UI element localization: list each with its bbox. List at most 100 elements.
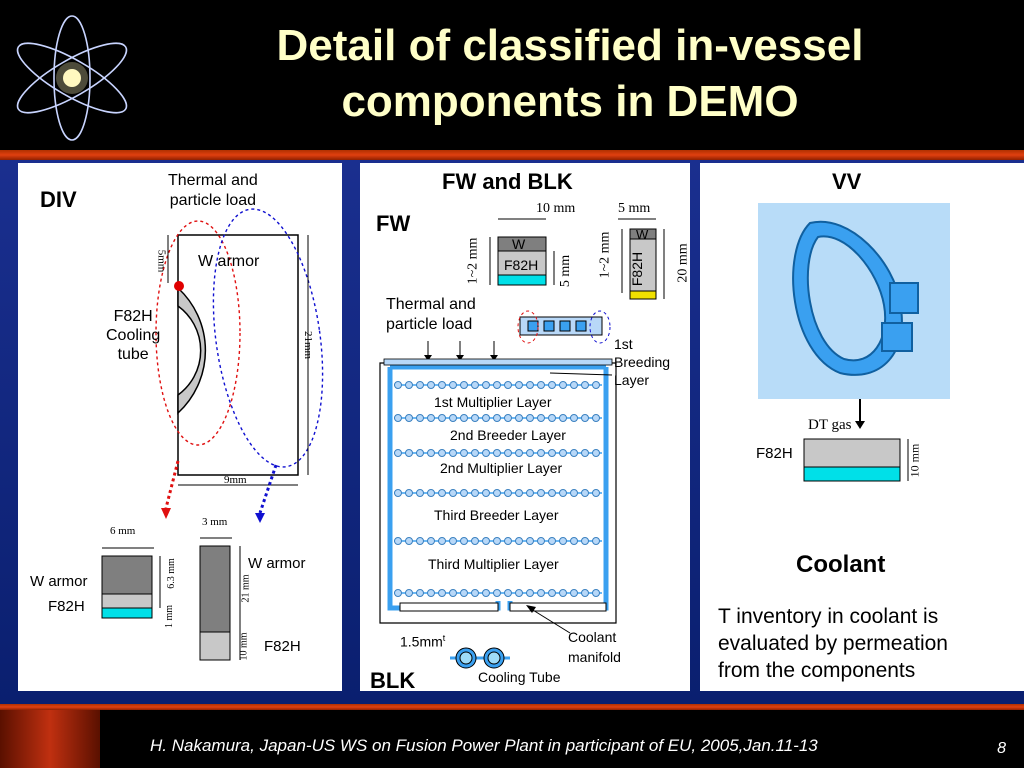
bead [537,381,545,389]
bead [438,414,446,422]
bead [405,489,413,497]
bead [471,489,479,497]
page-number: 8 [997,740,1006,757]
div-detail-right-dim-a: 21 mm [240,574,252,603]
atom-logo-icon [16,15,128,141]
bead [559,381,567,389]
vacuum-vessel-drawing [758,203,950,482]
bead [570,449,578,457]
bead [438,449,446,457]
bead [570,489,578,497]
bead [405,381,413,389]
bead [537,414,545,422]
bead [504,537,512,545]
bead [548,414,556,422]
bead [504,589,512,597]
layer-label-3: 2nd Multiplier Layer [440,460,563,476]
bead [515,414,523,422]
bead [471,449,479,457]
coolant-manifold-label: Coolant manifold [568,629,621,665]
fw-detail1-w: W [512,236,526,252]
bead [493,414,501,422]
bead [460,489,468,497]
bead [504,449,512,457]
bead [559,489,567,497]
bead [570,537,578,545]
bead [526,414,534,422]
fw-heading: FW [376,211,411,236]
bead [416,414,424,422]
footer-decoration [0,710,100,768]
bead [548,489,556,497]
coolant-heading: Coolant [796,551,886,578]
bead [471,414,479,422]
bead [537,449,545,457]
bead [460,381,468,389]
bead [482,381,490,389]
div-cooling-tube-label: F82H Cooling tube [106,308,161,363]
fw-thermal-load-label: Thermal and particle load [386,296,476,333]
vv-panel: VV DT gas F82H 10 mm Coolant T inventory… [700,163,1024,691]
bead [482,537,490,545]
bead [427,449,435,457]
layer-label-5: Third Multiplier Layer [428,556,559,572]
bead [405,414,413,422]
bead [526,381,534,389]
bead [482,589,490,597]
bead [515,537,523,545]
coolant-description: T inventory in coolant is evaluated by p… [718,605,948,682]
fw-blk-heading: FW and BLK [442,169,573,194]
bead [460,449,468,457]
bead [449,449,457,457]
div-detail-right-f82h: F82H [264,638,301,655]
vv-f82h-label: F82H [756,445,793,462]
bead [504,489,512,497]
div-panel: DIV Thermal and particle load W armor F8… [18,163,342,691]
bead [559,414,567,422]
bead [482,449,490,457]
bead [526,537,534,545]
fw-detail1-width: 10 mm [536,201,576,216]
bead [537,537,545,545]
bead [526,449,534,457]
bead [471,537,479,545]
vv-dt-gas-label: DT gas [808,417,852,433]
bead [526,489,534,497]
bead [559,449,567,457]
title-divider-bar [0,150,1024,160]
breeding-layer-label: 1st Breeding Layer [614,336,671,388]
div-thermal-load-label: Thermal and particle load [168,172,258,209]
div-detail-left-armor: W armor [30,573,88,590]
bead [427,381,435,389]
bead [592,589,600,597]
vv-heading: VV [832,169,862,194]
bead [449,414,457,422]
bead [592,489,600,497]
tube-dim-label: 1.5mmt [400,633,446,650]
bead [592,449,600,457]
div-detail-right [199,537,241,661]
bead [394,414,402,422]
bead [449,537,457,545]
bead [504,414,512,422]
bead [537,489,545,497]
bead [416,449,424,457]
div-detail-left-f82h: F82H [48,598,85,615]
cooling-tube-icon [450,372,613,669]
fw-detail1-f82h: F82H [504,257,539,273]
div-detail-right-width: 3 mm [202,516,228,528]
bead [394,489,402,497]
bead [493,489,501,497]
bead [581,381,589,389]
bead [449,381,457,389]
bead [493,589,501,597]
bead [405,449,413,457]
bead [537,589,545,597]
vv-dim-10mm: 10 mm [907,443,922,478]
bead [471,381,479,389]
bead [438,537,446,545]
bead [515,449,523,457]
div-heading: DIV [40,187,77,212]
bead [559,589,567,597]
div-w-armor-label: W armor [198,253,260,270]
